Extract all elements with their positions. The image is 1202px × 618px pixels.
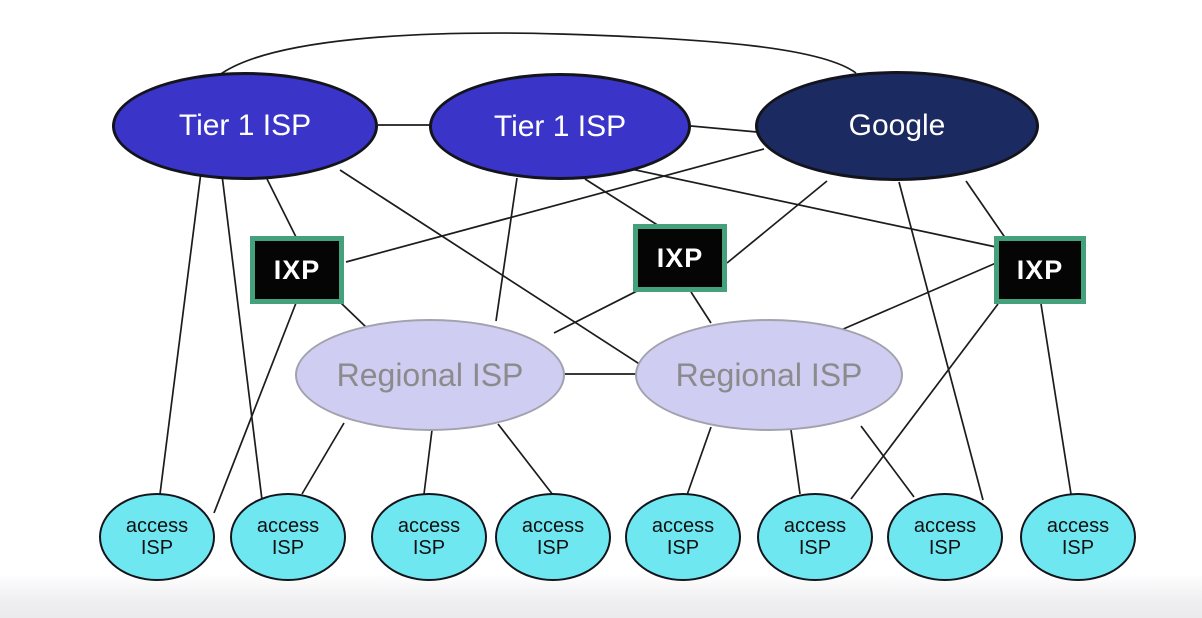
access-isp-8-ellipse: access ISP <box>1020 493 1136 581</box>
edge-regional2-access7 <box>860 425 915 498</box>
edge-ixp2-regional2 <box>690 291 712 324</box>
tier1-isp-2-label: Tier 1 ISP <box>493 109 627 143</box>
edge-ixp2-regional1 <box>553 290 638 334</box>
ixp-2-box: IXP <box>633 224 727 292</box>
ixp-2-label: IXP <box>656 242 704 273</box>
access-isp-6-ellipse: access ISP <box>757 493 873 581</box>
access-isp-5-ellipse: access ISP <box>625 493 741 581</box>
ixp-3-box: IXP <box>994 236 1086 304</box>
edge-tier1_a-ixp1 <box>266 178 298 240</box>
access-isp-7-label: access ISP <box>913 515 977 559</box>
edge-ixp1-regional1 <box>340 302 368 329</box>
edge-tier1_a-access1 <box>159 171 202 495</box>
edge-ixp1-access1 <box>213 302 297 514</box>
edge-tier1_a-regional2 <box>339 169 642 366</box>
edge-tier1_b-regional1 <box>495 177 518 322</box>
access-isp-4-label: access ISP <box>521 515 585 559</box>
edge-regional2-access6 <box>790 429 801 495</box>
tier1-isp-1-ellipse: Tier 1 ISP <box>112 72 378 180</box>
google-label: Google <box>848 109 946 142</box>
edge-regional1-access2 <box>301 422 345 495</box>
access-isp-3-label: access ISP <box>397 515 461 559</box>
tier1-isp-2-ellipse: Tier 1 ISP <box>429 73 691 180</box>
edge-regional1-access3 <box>423 429 433 495</box>
access-isp-3-ellipse: access ISP <box>371 493 487 581</box>
edge-google-ixp3 <box>965 180 1007 240</box>
ixp-1-label: IXP <box>273 254 321 285</box>
access-isp-7-ellipse: access ISP <box>887 493 1003 581</box>
access-isp-8-label: access ISP <box>1046 515 1110 559</box>
edge-ixp3-access8 <box>1040 303 1072 495</box>
google-ellipse: Google <box>755 71 1039 181</box>
access-isp-2-label: access ISP <box>256 515 320 559</box>
edge-tier1_a-access2 <box>221 174 263 501</box>
regional-isp-2-label: Regional ISP <box>675 356 863 393</box>
edge-regional1-access4 <box>497 423 554 496</box>
edge-tier1_a-google <box>217 32 857 77</box>
edge-tier1_b-ixp3 <box>630 168 997 248</box>
edge-tier1_b-ixp2 <box>584 178 660 227</box>
ixp-3-label: IXP <box>1016 254 1064 285</box>
access-isp-1-label: access ISP <box>125 515 189 559</box>
regional-isp-2-ellipse: Regional ISP <box>635 319 903 431</box>
regional-isp-1-ellipse: Regional ISP <box>295 319 565 431</box>
access-isp-4-ellipse: access ISP <box>495 493 611 581</box>
edge-regional2-access5 <box>686 426 712 496</box>
access-isp-5-label: access ISP <box>651 515 715 559</box>
edge-google-ixp2 <box>726 180 828 264</box>
edge-ixp3-regional2 <box>840 262 997 331</box>
edge-google-ixp1 <box>345 148 765 263</box>
edge-tier1_b-google <box>690 125 758 133</box>
access-isp-6-label: access ISP <box>783 515 847 559</box>
ixp-1-box: IXP <box>250 236 344 304</box>
tier1-isp-1-label: Tier 1 ISP <box>178 109 312 142</box>
slide-bottom-edge <box>0 576 1202 618</box>
edge-ixp3-access6 <box>850 303 999 500</box>
access-isp-2-ellipse: access ISP <box>230 493 346 581</box>
regional-isp-1-label: Regional ISP <box>336 356 524 393</box>
edge-google-access7 <box>898 181 984 501</box>
access-isp-1-ellipse: access ISP <box>99 493 215 581</box>
